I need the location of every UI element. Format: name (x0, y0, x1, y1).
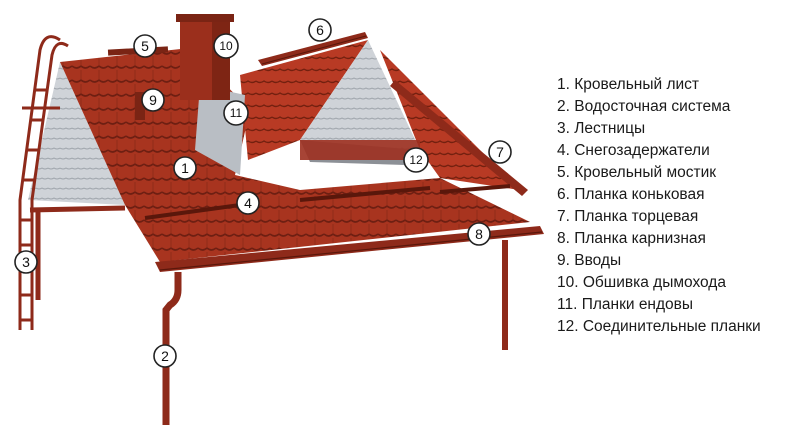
legend-item-11: 11. Планки ендовы (557, 296, 694, 313)
callout-7: 7 (488, 140, 512, 164)
callout-3: 3 (14, 250, 38, 274)
legend-item-2: 2. Водосточная система (557, 98, 731, 115)
callout-6: 6 (308, 18, 332, 42)
svg-text:1: 1 (181, 160, 189, 176)
svg-text:9: 9 (149, 92, 157, 108)
legend-item-7: 7. Планка торцевая (557, 208, 699, 225)
callout-5: 5 (133, 34, 157, 58)
left-eaves-gutter (29, 205, 126, 213)
svg-text:7: 7 (496, 144, 504, 160)
snow-guard-left (144, 203, 241, 220)
svg-text:3: 3 (22, 254, 30, 270)
left-gable-underlay (28, 62, 125, 205)
legend-item-3: 3. Лестницы (557, 120, 646, 137)
legend-item-5: 5. Кровельный мостик (557, 164, 717, 181)
svg-text:2: 2 (161, 348, 169, 364)
callout-10: 10 (213, 33, 239, 59)
legend-item-9: 9. Вводы (557, 252, 622, 269)
vent-pipe (135, 92, 145, 120)
main-roof-slope (60, 48, 530, 262)
svg-text:6: 6 (316, 22, 324, 38)
svg-text:12: 12 (409, 153, 423, 167)
dormer-gable (300, 40, 420, 150)
callout-1: 1 (173, 156, 197, 180)
callout-4: 4 (236, 191, 260, 215)
legend-item-12: 12. Соединительные планки (557, 318, 761, 335)
chimney-cap (176, 14, 234, 22)
callout-12: 12 (403, 147, 429, 173)
legend-item-4: 4. Снегозадержатели (557, 142, 710, 159)
legend-item-1: 1. Кровельный лист (557, 76, 700, 93)
dormer-roof-slope (240, 40, 368, 160)
downpipe-front (162, 272, 182, 425)
callout-8: 8 (467, 222, 491, 246)
legend-list: 1. Кровельный лист 2. Водосточная систем… (557, 74, 761, 338)
callout-9: 9 (141, 88, 165, 112)
svg-text:11: 11 (230, 106, 243, 120)
legend-item-6: 6. Планка коньковая (557, 186, 705, 203)
svg-text:5: 5 (141, 38, 149, 54)
legend-item-10: 10. Обшивка дымохода (557, 274, 726, 291)
callout-11: 11 (223, 100, 249, 126)
snow-guard-far (439, 184, 511, 194)
end-plank (390, 80, 528, 196)
dormer-base-trim (300, 140, 420, 160)
svg-text:8: 8 (475, 226, 483, 242)
svg-text:4: 4 (244, 195, 252, 211)
snow-guard-right (299, 186, 431, 202)
svg-text:10: 10 (219, 39, 233, 53)
callout-2: 2 (153, 344, 177, 368)
legend-item-8: 8. Планка карнизная (557, 230, 706, 247)
